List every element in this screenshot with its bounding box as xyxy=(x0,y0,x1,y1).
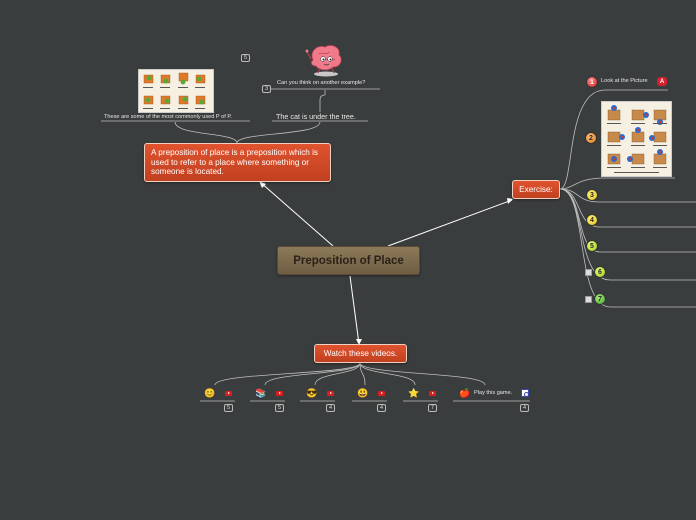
number-4-icon: 4 xyxy=(586,214,598,226)
number-1-icon: 1 xyxy=(586,76,598,88)
exercise-6-checkbox[interactable] xyxy=(585,269,592,276)
smile-emoji-icon: 😊 xyxy=(204,388,216,398)
happy-emoji-icon: 😃 xyxy=(357,388,369,398)
play-game-label[interactable]: Play this game. xyxy=(474,390,513,396)
prepositions-image[interactable] xyxy=(138,69,214,113)
exercise-item-1-label[interactable]: Look at the Picture xyxy=(601,78,648,84)
video-3-count-badge[interactable]: 4 xyxy=(326,404,335,412)
worksheet-illustration xyxy=(607,105,667,173)
video-4-count-badge[interactable]: 4 xyxy=(377,404,386,412)
number-2-icon: 2 xyxy=(585,132,597,144)
exercise-7-checkbox[interactable] xyxy=(585,296,592,303)
youtube-link-icon[interactable] xyxy=(429,391,436,396)
prepositions-boxes-illustration xyxy=(143,72,206,109)
example-sentence[interactable]: The cat is under the tree. xyxy=(276,112,356,121)
youtube-link-icon[interactable] xyxy=(276,391,283,396)
number-7-icon: 7 xyxy=(594,293,606,305)
book-plant-emoji-icon: 📚 xyxy=(255,388,267,398)
question-count-badge[interactable]: 3 xyxy=(262,85,271,93)
exercise-topic[interactable]: Exercise: xyxy=(512,180,560,199)
game-link-icon[interactable] xyxy=(521,389,529,397)
images-count-badge[interactable]: 5 xyxy=(241,54,250,62)
game-count-badge[interactable]: 4 xyxy=(520,404,529,412)
videos-topic[interactable]: Watch these videos. xyxy=(314,344,407,363)
star-emoji-icon: ⭐ xyxy=(408,388,420,398)
alert-tag-icon: A xyxy=(657,77,667,86)
youtube-link-icon[interactable] xyxy=(225,391,232,396)
video-1-count-badge[interactable]: 5 xyxy=(224,404,233,412)
youtube-link-icon[interactable] xyxy=(378,391,385,396)
apple-emoji-icon: 🍎 xyxy=(459,388,471,398)
images-caption[interactable]: These are some of the most commonly used… xyxy=(104,114,232,120)
number-6-icon: 6 xyxy=(594,266,606,278)
central-topic[interactable]: Preposition of Place xyxy=(277,246,420,275)
game-link-glyph-icon xyxy=(523,391,529,397)
example-question[interactable]: Can you think on another example? xyxy=(277,80,366,86)
definition-topic[interactable]: A preposition of place is a preposition … xyxy=(144,143,331,182)
youtube-link-icon[interactable] xyxy=(327,391,334,396)
brain-thinking-illustration xyxy=(305,45,342,77)
number-3-icon: 3 xyxy=(586,189,598,201)
number-5-icon: 5 xyxy=(586,240,598,252)
video-2-count-badge[interactable]: 5 xyxy=(275,404,284,412)
cool-sunglasses-emoji-icon: 😎 xyxy=(306,388,318,398)
video-5-count-badge[interactable]: 7 xyxy=(428,404,437,412)
exercise-worksheet-image[interactable] xyxy=(601,101,672,177)
